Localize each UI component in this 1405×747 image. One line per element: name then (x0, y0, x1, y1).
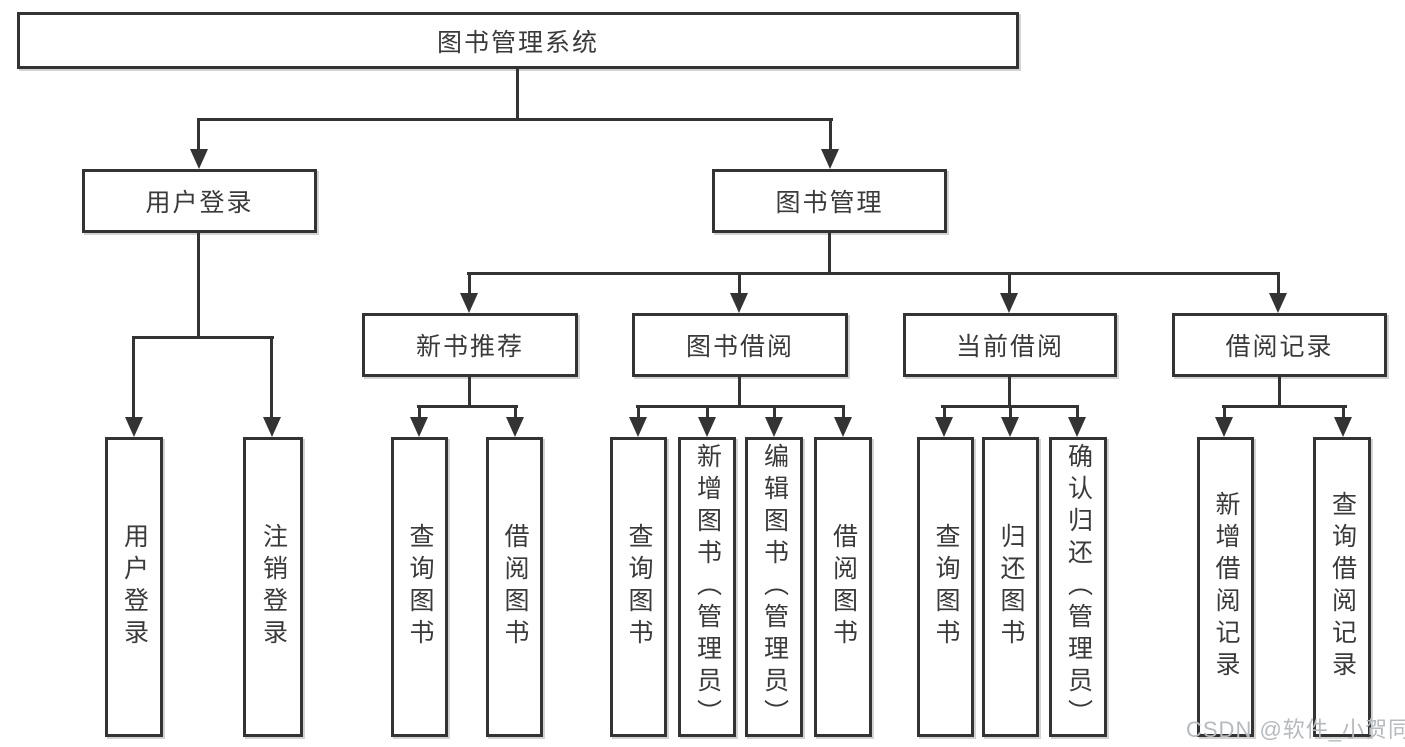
connector-line (738, 376, 741, 407)
connector-line (197, 118, 833, 121)
connector-line (1008, 274, 1011, 295)
node-label: 借阅图书 (501, 523, 529, 651)
connector-line (132, 338, 135, 419)
leaf-logout: 注销登录 (243, 437, 303, 737)
connector-line (1008, 376, 1011, 407)
node-label: 借阅图书 (829, 523, 858, 651)
connector-line (468, 274, 471, 295)
arrow-head (765, 417, 783, 437)
connector-line (943, 407, 946, 419)
leaf-query-borrow-record: 查询借阅记录 (1313, 437, 1371, 737)
leaf-confirm-return-admin: 确认归还（管理员） (1049, 437, 1107, 737)
node-library-system: 图书管理系统 (17, 12, 1019, 69)
node-label: 查询图书 (625, 523, 653, 651)
connector-line (197, 120, 200, 151)
node-book-management: 图书管理 (712, 169, 947, 233)
arrow-head (1001, 417, 1019, 437)
node-user-login: 用户登录 (82, 169, 317, 233)
arrow-head (698, 417, 716, 437)
connector-line (1278, 376, 1281, 407)
node-current-borrowing: 当前借阅 (903, 313, 1117, 377)
node-label: 图书管理 (775, 189, 884, 217)
connector-line (516, 69, 519, 120)
node-label: 编辑图书（管理员） (760, 443, 789, 731)
node-new-book-recommendation: 新书推荐 (362, 313, 578, 377)
arrow-head (263, 417, 281, 437)
node-book-borrowing: 图书借阅 (632, 313, 848, 377)
leaf-borrow-books-recommend: 借阅图书 (486, 437, 543, 737)
connector-line (1342, 407, 1345, 419)
connector-line (514, 407, 517, 419)
leaf-query-books-current: 查询图书 (917, 437, 974, 737)
leaf-query-books-recommend: 查询图书 (391, 437, 448, 737)
connector-line (1222, 405, 1347, 408)
connector-line (270, 338, 273, 419)
arrow-head (1068, 417, 1086, 437)
arrow-head (834, 417, 852, 437)
connector-line (1223, 407, 1226, 419)
connector-line (132, 336, 274, 339)
node-label: 图书借阅 (685, 333, 794, 361)
connector-line (941, 405, 1079, 408)
arrow-head (125, 417, 143, 437)
connector-line (706, 407, 709, 419)
connector-line (197, 232, 200, 338)
connector-line (1076, 407, 1079, 419)
connector-line (468, 376, 471, 407)
leaf-return-book: 归还图书 (982, 437, 1039, 737)
node-label: 查询图书 (406, 523, 434, 651)
watermark: CSDN @软件_小贺同学 (1186, 717, 1405, 742)
node-label: 新书推荐 (415, 333, 524, 361)
connector-line (636, 405, 845, 408)
arrow-head (935, 417, 953, 437)
arrow-head (629, 417, 647, 437)
node-label: 借阅记录 (1225, 333, 1334, 361)
node-label: 新增图书（管理员） (693, 443, 722, 731)
leaf-edit-book-admin: 编辑图书（管理员） (745, 437, 803, 737)
node-label: 查询图书 (932, 523, 960, 651)
connector-line (842, 407, 845, 419)
connector-line (417, 405, 518, 408)
arrow-head (1334, 417, 1352, 437)
leaf-add-borrow-record: 新增借阅记录 (1197, 437, 1254, 737)
leaf-query-books-borrow: 查询图书 (610, 437, 667, 737)
leaf-borrow-books: 借阅图书 (814, 437, 872, 737)
node-label: 确认归还（管理员） (1064, 443, 1093, 731)
node-label: 新增借阅记录 (1212, 491, 1240, 683)
arrow-head (1215, 417, 1233, 437)
connector-line (1277, 274, 1280, 295)
leaf-user-login: 用户登录 (105, 437, 163, 737)
connector-line (829, 120, 832, 151)
connector-line (738, 274, 741, 295)
node-label: 当前借阅 (955, 333, 1064, 361)
arrow-head (1269, 293, 1287, 313)
arrow-head (190, 149, 208, 169)
arrow-head (730, 293, 748, 313)
node-label: 用户登录 (120, 523, 149, 651)
connector-line (773, 407, 776, 419)
arrow-head (506, 417, 524, 437)
node-label: 用户登录 (145, 189, 254, 217)
node-label: 注销登录 (259, 523, 288, 651)
node-borrowing-records: 借阅记录 (1172, 313, 1387, 377)
node-label: 归还图书 (997, 523, 1025, 651)
connector-line (1009, 407, 1012, 419)
connector-line (418, 407, 421, 419)
arrow-head (1000, 293, 1018, 313)
leaf-add-book-admin: 新增图书（管理员） (678, 437, 736, 737)
arrow-head (460, 293, 478, 313)
arrow-head (410, 417, 428, 437)
connector-line (467, 272, 1280, 275)
arrow-head (821, 149, 839, 169)
connector-line (637, 407, 640, 419)
node-label: 查询借阅记录 (1328, 491, 1357, 683)
connector-line (828, 232, 831, 274)
node-label: 图书管理系统 (436, 28, 599, 57)
